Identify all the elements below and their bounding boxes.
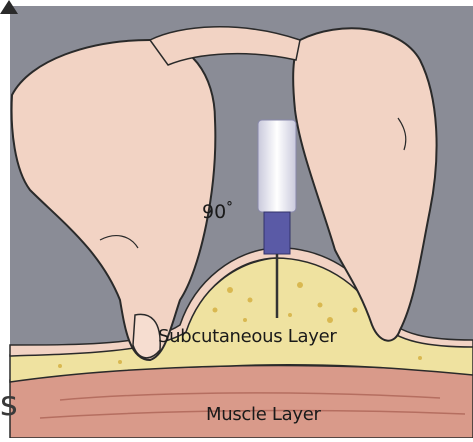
needle-hub [264, 212, 290, 254]
angle-value: 90 [202, 201, 226, 223]
angle-label: 90° [202, 200, 233, 223]
degree-symbol: ° [226, 200, 233, 215]
corner-arrow-icon [0, 0, 18, 14]
subcutaneous-layer-label: Subcutaneous Layer [158, 326, 336, 347]
syringe-barrel [258, 120, 296, 212]
muscle-layer-label: Muscle Layer [206, 404, 321, 425]
edge-fragment-text: s [0, 384, 18, 424]
muscle-layer [10, 365, 473, 438]
